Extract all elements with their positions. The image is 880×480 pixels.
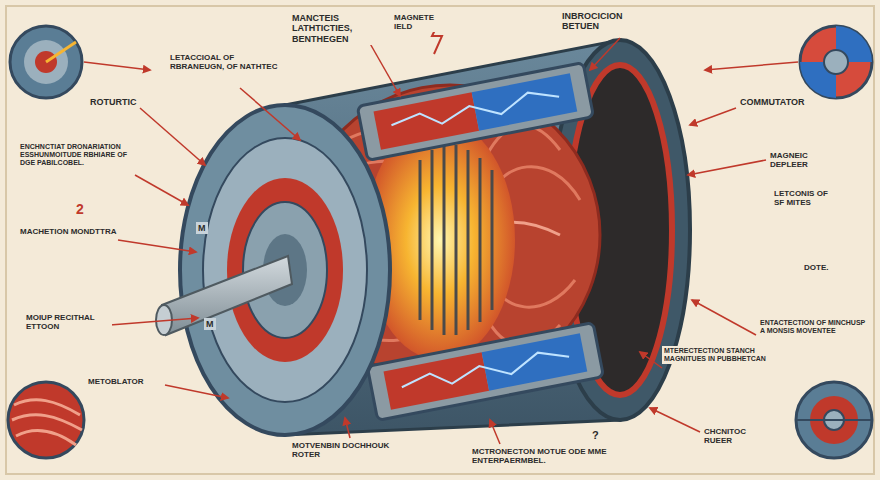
detail-circle <box>796 382 872 458</box>
field-magnet <box>367 323 603 421</box>
field-magnet <box>357 63 593 161</box>
callout-label: ? <box>590 428 601 443</box>
callout-label: INBROCICION BETUEN <box>560 10 644 33</box>
detail-circle <box>8 382 84 458</box>
detail-circle <box>800 26 872 98</box>
callout-label: METOBLATOR <box>86 376 146 387</box>
callout-label: M <box>204 318 216 330</box>
callout-label: MAGNEIC DEPLEER <box>768 150 846 170</box>
leader-line <box>84 38 798 444</box>
frame <box>6 6 874 474</box>
callout-label: MACHETION MONDTTRA <box>18 226 118 237</box>
shaft <box>156 256 292 335</box>
callout-label: MOIUP RECITHAL ETTOON <box>24 312 112 332</box>
callout-label: COMMUTATOR <box>738 96 807 108</box>
callout-label: LETCONIS OF SF MITES <box>772 188 838 208</box>
callout-label: ENTACTECTION OF MINCHUSP A MONSIS MOVENT… <box>758 318 872 336</box>
callout-label: ROTURTIC <box>88 96 139 108</box>
detail-circle <box>10 26 82 98</box>
callout-label: 2 <box>74 200 86 218</box>
callout-label: ENCHNCTIAT DRONARIATION ESSHUNMOITUDE RB… <box>18 142 140 168</box>
callout-label: MOTVENBIN DOCHHOUK ROTER <box>290 440 404 460</box>
callout-label: MTERECTECTION STANCH MAGNITUES IN PUBBHE… <box>662 346 790 364</box>
callout-label: MAGNETE IELD <box>392 12 442 32</box>
callout-label: DOTE. <box>802 262 830 273</box>
callout-label: LETACCIOAL OF RBRANEUGN, OF NATHTEC <box>168 52 284 72</box>
callout-label: CHCNITOC RUEER <box>702 426 770 446</box>
callout-label: MCTRONECTON MOTUE ODE MME ENTERPAERMBEL. <box>470 446 624 466</box>
callout-label: M <box>196 222 208 234</box>
callout-label: MANCTEIS LATHTICTIES, BENTHEGEN <box>290 12 376 45</box>
